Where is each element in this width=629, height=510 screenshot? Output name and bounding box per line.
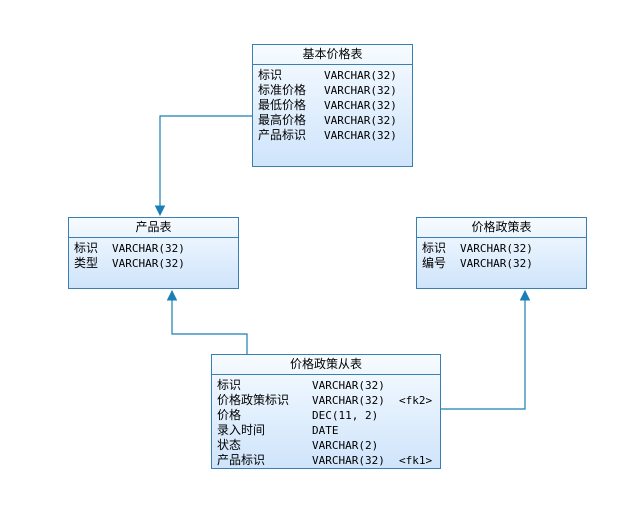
column-row: 状态 VARCHAR(2): [217, 438, 435, 453]
column-type: VARCHAR(32): [460, 242, 533, 255]
column-row: 标识 VARCHAR(32): [422, 241, 581, 256]
column-row: 最高价格 VARCHAR(32): [258, 113, 407, 128]
column-row: 产品标识 VARCHAR(32): [258, 128, 407, 143]
column-name: 价格: [217, 408, 242, 422]
column-name: 标识: [74, 241, 99, 255]
column-type: DEC(11, 2): [312, 409, 379, 422]
column-type: VARCHAR(32): [324, 129, 397, 142]
entity-base-price[interactable]: 基本价格表 标识 VARCHAR(32) 标准价格 VARCHAR(32) 最低价格…: [252, 44, 413, 167]
column-row: 编号 VARCHAR(32): [422, 256, 581, 271]
entity-title: 基本价格表: [253, 45, 412, 65]
column-row: 标准价格 VARCHAR(32): [258, 83, 407, 98]
entity-title: 价格政策从表: [212, 355, 440, 375]
column-name: 产品标识: [217, 453, 266, 467]
column-type: VARCHAR(32): [460, 257, 533, 270]
column-type: VARCHAR(32): [112, 257, 185, 270]
column-name: 编号: [422, 256, 447, 270]
column-type: VARCHAR(32): [312, 394, 385, 407]
column-name: 标识: [217, 378, 242, 392]
column-name: 最高价格: [258, 113, 307, 127]
column-type: VARCHAR(32): [112, 242, 185, 255]
column-name: 价格政策标识: [217, 393, 290, 407]
column-row: 产品标识 VARCHAR(32) <fk1>: [217, 453, 435, 468]
column-type: VARCHAR(32): [312, 454, 385, 467]
entity-title: 价格政策表: [417, 218, 586, 238]
edge-base-price-to-product: [154, 115, 252, 217]
column-name: 标识: [258, 68, 283, 82]
column-name: 类型: [74, 256, 99, 270]
column-row: 标识 VARCHAR(32): [217, 378, 435, 393]
column-type: VARCHAR(2): [312, 439, 379, 452]
column-row: 最低价格 VARCHAR(32): [258, 98, 407, 113]
column-name: 标准价格: [258, 83, 307, 97]
column-type: VARCHAR(32): [324, 84, 397, 97]
column-type: VARCHAR(32): [324, 69, 397, 82]
column-type: VARCHAR(32): [312, 379, 385, 392]
column-row: 类型 VARCHAR(32): [74, 256, 233, 271]
column-name: 状态: [217, 438, 242, 452]
column-name: 最低价格: [258, 98, 307, 112]
column-name: 产品标识: [258, 128, 307, 142]
column-type: VARCHAR(32): [324, 114, 397, 127]
edge-detail-to-price-policy-fk2: [441, 289, 531, 410]
column-row: 价格政策标识 VARCHAR(32) <fk2>: [217, 393, 435, 408]
entity-price-policy[interactable]: 价格政策表 标识 VARCHAR(32) 编号 VARCHAR(32): [416, 217, 587, 289]
column-key: <fk1>: [399, 454, 433, 467]
column-name: 录入时间: [217, 423, 266, 437]
entity-title: 产品表: [69, 218, 238, 238]
entity-price-policy-detail[interactable]: 价格政策从表 标识 VARCHAR(32) 价格政策标识 VARCHAR(32) <f…: [211, 354, 441, 469]
edge-detail-to-product-fk1: [166, 289, 248, 354]
column-row: 标识 VARCHAR(32): [74, 241, 233, 256]
column-row: 标识 VARCHAR(32): [258, 68, 407, 83]
column-key: <fk2>: [399, 394, 433, 407]
column-row: 价格 DEC(11, 2): [217, 408, 435, 423]
column-row: 录入时间 DATE: [217, 423, 435, 438]
column-name: 标识: [422, 241, 447, 255]
column-type: VARCHAR(32): [324, 99, 397, 112]
column-type: DATE: [312, 424, 339, 437]
entity-product[interactable]: 产品表 标识 VARCHAR(32) 类型 VARCHAR(32): [68, 217, 239, 289]
